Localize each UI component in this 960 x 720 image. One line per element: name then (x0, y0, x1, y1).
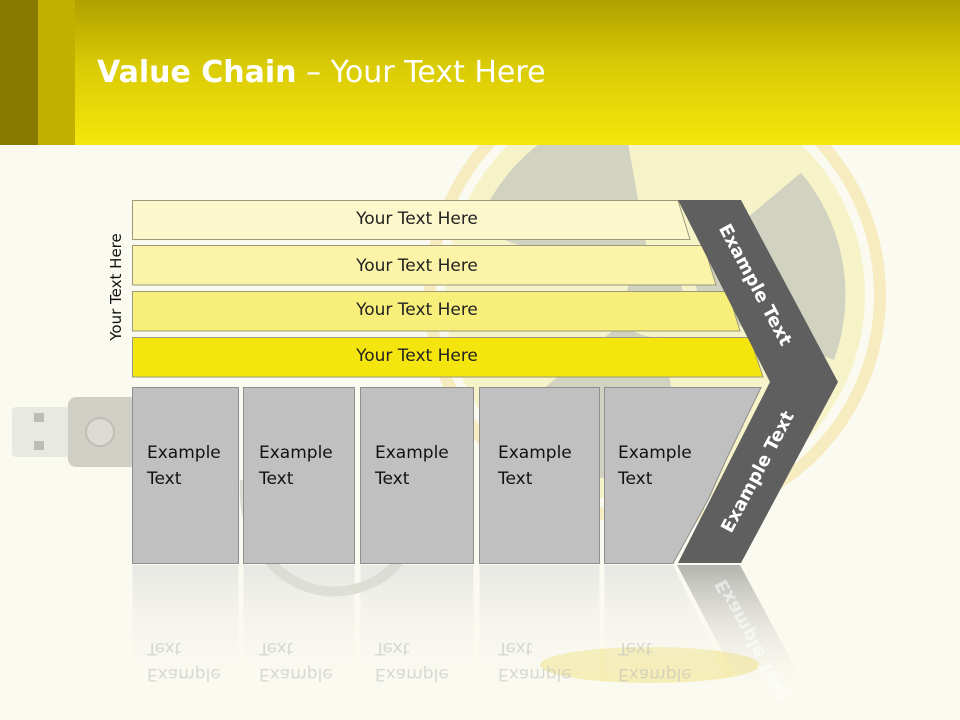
box-shape (243, 387, 355, 564)
page-title: Value Chain – Your Text Here (97, 55, 546, 90)
row-shape (132, 245, 717, 286)
title-bold: Value Chain (97, 55, 297, 90)
title-rest: – Your Text Here (296, 55, 546, 90)
header-bar: Value Chain – Your Text Here (0, 0, 960, 145)
box-shape (132, 387, 239, 564)
header-accent-strip (0, 0, 38, 145)
row-label: Your Text Here (356, 300, 478, 320)
row-label: Your Text Here (356, 209, 478, 229)
row-shape (132, 291, 741, 332)
chevron-shape (678, 200, 838, 563)
box-shape (479, 387, 600, 564)
header-accent-strip (38, 0, 75, 145)
row-label: Your Text Here (356, 256, 478, 276)
row-shape (132, 200, 691, 240)
box-shape (360, 387, 474, 564)
row-label: Your Text Here (356, 346, 478, 366)
row-shape (132, 337, 764, 378)
box-shape (604, 387, 762, 564)
